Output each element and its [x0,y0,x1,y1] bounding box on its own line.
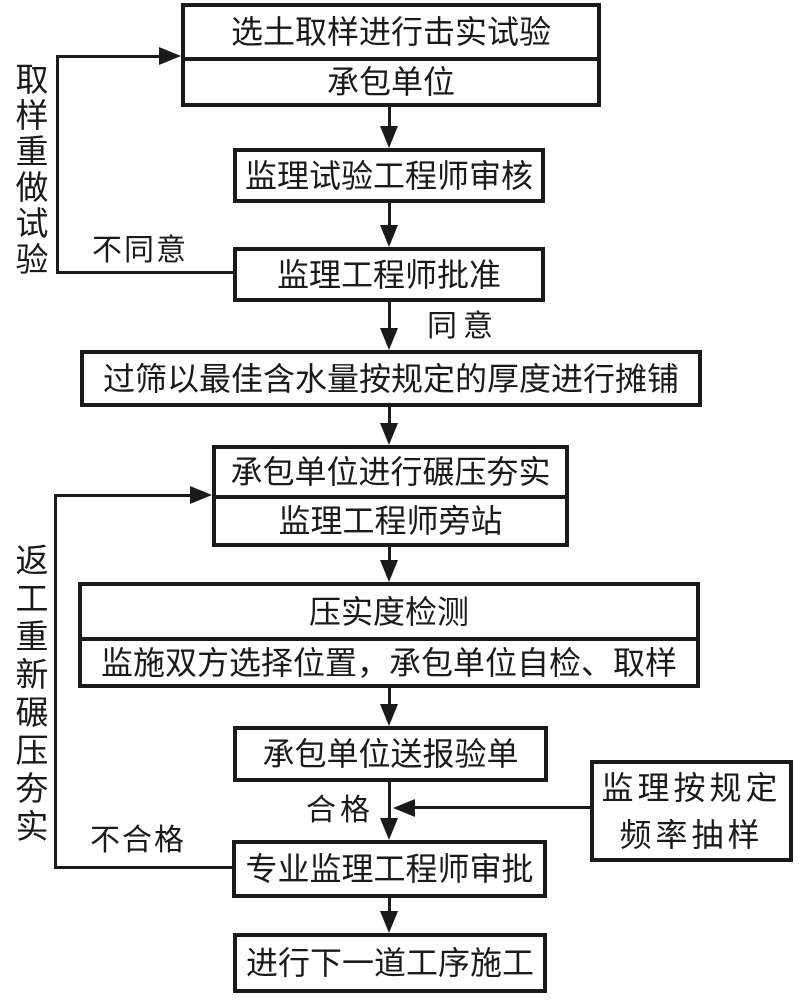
box-engineer-approval: 监理工程师批准 [233,247,545,302]
arrowhead-into-review [380,126,398,148]
box-next-process: 进行下一道工序施工 [233,933,547,993]
box-supervisor-approval-label: 专业监理工程师审批 [245,851,534,887]
connector-frequency-to-flow [415,806,590,809]
box-sampling-test-subtitle: 承包单位 [326,64,455,100]
label-agree: 同意 [427,310,499,343]
label-redo-sampling-test: 取样重做试验 [10,62,46,278]
arrowhead-frequency-into-flow [393,799,415,817]
arrowhead-into-compaction [380,560,398,582]
box-lab-engineer-review: 监理试验工程师审核 [233,148,545,203]
arrowhead-into-spreading [380,328,398,350]
arrowhead-into-submit [380,704,398,726]
arrowhead-into-approval [380,225,398,247]
box-submit-inspection-label: 承包单位送报验单 [262,736,519,772]
box-spreading-label: 过筛以最佳含水量按规定的厚度进行摊铺 [102,360,679,397]
box-sampling-frequency-line2: 频率抽样 [619,816,764,853]
feedback-bottom-vertical [54,494,57,869]
connector-submit-to-supervisor [388,782,391,820]
arrowhead-into-supervisor [380,818,398,840]
connector-compaction-to-submit [388,688,391,706]
box-spreading: 过筛以最佳含水量按规定的厚度进行摊铺 [80,350,702,407]
box-sampling-frequency-line1: 监理按规定 [601,769,782,806]
arrowhead-feedback-into-rolling [190,486,212,504]
connector-approval-to-spreading [388,302,391,330]
feedback-top-vertical [56,55,59,274]
feedback-top-horizontal-upper [56,55,161,58]
feedback-bottom-horizontal-upper [54,494,190,497]
box-compaction-test-title: 压实度检测 [82,586,696,641]
label-disagree: 不同意 [92,234,188,267]
box-compaction-test: 压实度检测 监施双方选择位置，承包单位自检、取样 [78,582,700,688]
box-sampling-test: 选土取样进行击实试验 承包单位 [181,3,601,107]
arrowhead-feedback-into-sampling [159,47,181,65]
arrowhead-into-rolling [380,423,398,445]
box-sampling-frequency: 监理按规定 频率抽样 [590,760,793,862]
connector-rolling-to-compaction [388,547,391,562]
connector-sampling-to-review [388,106,391,128]
box-rolling-subtitle: 监理工程师旁站 [278,503,503,539]
feedback-top-horizontal-lower [58,271,233,274]
label-fail: 不合格 [90,824,186,857]
box-rolling-title: 承包单位进行碾压夯实 [216,449,565,499]
box-submit-inspection: 承包单位送报验单 [233,726,548,782]
label-rework-recompact: 返工重新碾压夯实 [10,543,46,847]
box-engineer-approval-label: 监理工程师批准 [276,256,501,293]
feedback-bottom-horizontal-lower [55,866,232,869]
label-pass: 合格 [306,794,374,827]
arrowhead-into-next [380,911,398,933]
connector-supervisor-to-next [388,898,391,913]
box-next-process-label: 进行下一道工序施工 [245,945,534,981]
box-supervisor-approval: 专业监理工程师审批 [232,840,547,898]
box-lab-engineer-review-label: 监理试验工程师审核 [244,157,533,194]
box-rolling: 承包单位进行碾压夯实 监理工程师旁站 [212,445,569,547]
box-sampling-test-title: 选土取样进行击实试验 [185,7,597,61]
connector-review-to-approval [388,203,391,227]
box-compaction-test-subtitle: 监施双方选择位置，承包单位自检、取样 [100,644,677,681]
connector-spreading-to-rolling [388,407,391,425]
